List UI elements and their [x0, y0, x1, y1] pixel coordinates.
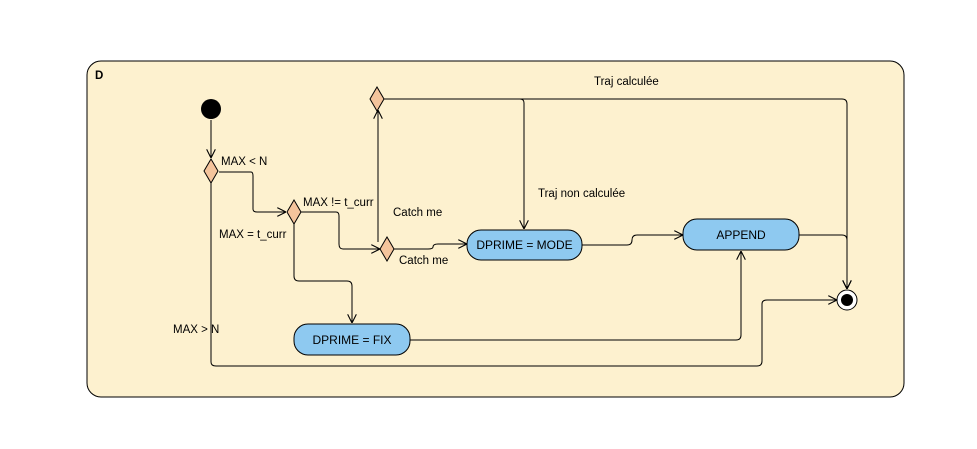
edge-d1-to-final: [210, 183, 837, 367]
edge-fix-to-append: [410, 251, 741, 341]
edge-d3-to-mode: [394, 244, 467, 250]
decision-node-t-curr: [286, 199, 302, 225]
guard-max-gt-n: MAX > N: [173, 324, 219, 336]
decision-node-catch: [379, 236, 395, 262]
guard-max-eq-tcurr: MAX = t_curr: [219, 229, 287, 241]
state-dprime-mode-label: DPRIME = MODE: [476, 238, 572, 252]
state-append: APPEND: [682, 218, 800, 251]
edge-mode-to-append: [582, 235, 683, 246]
guard-traj-non-calculee: Traj non calculée: [538, 188, 625, 200]
final-node: [836, 289, 858, 311]
state-dprime-mode: DPRIME = MODE: [466, 229, 583, 261]
frame-title: D: [95, 70, 103, 82]
edges: [210, 98, 847, 367]
edge-d2-to-d3: [301, 211, 380, 249]
decision-node-traj: [369, 86, 385, 112]
frame-d: [86, 60, 905, 398]
decision-node-max-n: [203, 158, 219, 184]
state-dprime-fix: DPRIME = FIX: [293, 323, 411, 356]
edge-d1-to-d2: [219, 171, 286, 212]
guard-catch-me-right: Catch me: [399, 255, 448, 267]
guard-max-lt-n: MAX < N: [221, 156, 267, 168]
initial-node: [201, 99, 221, 119]
edge-append-to-final: [799, 234, 847, 289]
state-dprime-fix-label: DPRIME = FIX: [312, 333, 391, 347]
edge-d2-to-fix: [293, 223, 352, 323]
guard-catch-me-up: Catch me: [393, 207, 442, 219]
edge-d4-to-final: [384, 98, 847, 289]
state-append-label: APPEND: [716, 228, 766, 242]
guard-traj-calculee: Traj calculée: [594, 76, 659, 88]
guard-max-neq-tcurr: MAX != t_curr: [303, 197, 374, 209]
